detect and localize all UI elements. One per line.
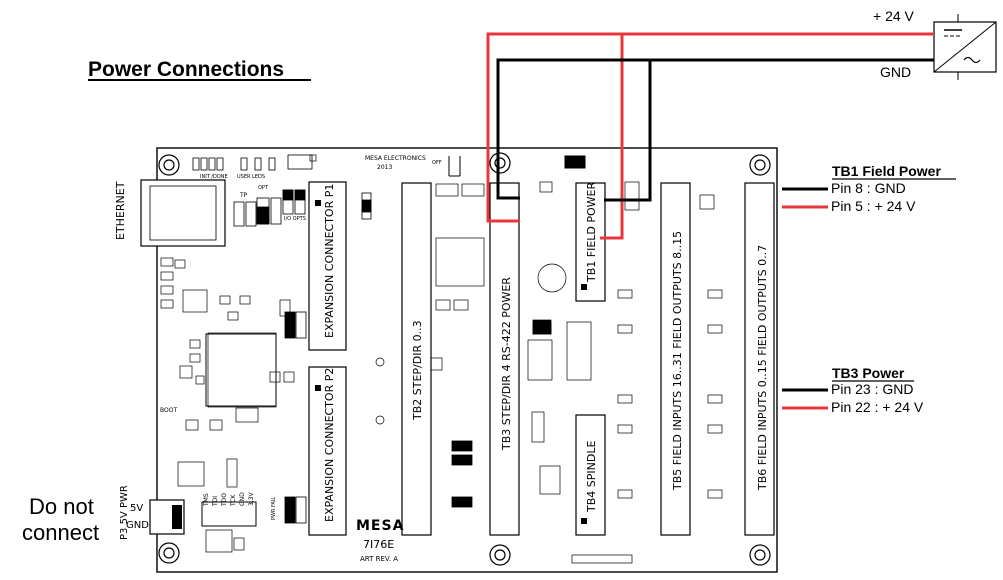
tb6-terminal-block — [744, 182, 775, 536]
jtag-gnd-label: GND — [239, 492, 246, 506]
manufacturer-label: MESA ELECTRONICS — [365, 155, 426, 162]
year-label: 2013 — [377, 164, 392, 171]
tb1-24v-pin: Pin 5 : + 24 V — [831, 198, 916, 214]
p3-warning-line1: Do not — [29, 494, 94, 519]
fpga-chip — [205, 333, 277, 407]
tb2-label: TB2 STEP/DIR 0..3 — [411, 320, 424, 421]
tb3-note-heading: TB3 Power — [832, 365, 905, 381]
tb2-terminal-block — [401, 182, 432, 536]
expansion-connector-p1 — [308, 181, 347, 351]
p2-label: EXPANSION CONNECTOR P2 — [323, 368, 336, 522]
tb6-label: TB6 FIELD INPUTS 0..15 FIELD OUTPUTS 0..… — [756, 245, 769, 491]
jtag-tck-label: TCK — [230, 493, 237, 507]
led-row — [192, 154, 313, 171]
tb5-terminal-block — [660, 182, 691, 536]
mounting-holes — [158, 152, 771, 566]
wire-plus-24v — [486, 32, 934, 240]
power-supply-icon — [933, 14, 997, 80]
io-opts-label: I/O OPTS — [284, 216, 306, 222]
supply-plus-label: + 24 V — [873, 8, 915, 24]
p3-gnd-label: GND — [126, 520, 149, 531]
init-done-label: INIT /DONE — [200, 174, 228, 180]
tb4-label: TB4 SPINDLE — [585, 441, 598, 513]
tb3-label: TB3 STEP/DIR 4 RS-422 POWER — [500, 277, 513, 451]
p3-warning-line2: connect — [22, 520, 99, 545]
p1-label: EXPANSION CONNECTOR P1 — [323, 184, 336, 338]
tb3-24v-pin: Pin 22 : + 24 V — [831, 399, 924, 415]
tb5-label: TB5 FIELD INPUTS 16..31 FIELD OUTPUTS 8.… — [671, 231, 684, 491]
model-label: 7I76E — [363, 538, 394, 551]
tb3-gnd-pin: Pin 23 : GND — [831, 381, 913, 397]
ethernet-label: ETHERNET — [114, 181, 127, 240]
expansion-connector-p2 — [308, 366, 347, 536]
boot-label: BOOT — [160, 407, 177, 414]
tb1-terminal-block — [575, 182, 606, 302]
jtag-header — [201, 501, 257, 527]
config-jumpers — [284, 192, 552, 524]
ethernet-jack — [140, 179, 226, 247]
user-leds-label: USER LEDS — [237, 174, 265, 180]
tb1-gnd-pin: Pin 8 : GND — [831, 180, 906, 196]
opt-label: OPT — [258, 185, 269, 191]
supply-gnd-label: GND — [880, 64, 911, 80]
tb4-terminal-block — [575, 414, 606, 536]
off-label: OFF — [432, 160, 442, 166]
mesa-logo: MESA — [356, 518, 404, 534]
pwr-fail-label: PWR FAIL — [271, 497, 277, 520]
revision-label: ART REV. A — [360, 555, 398, 563]
p3-power-connector — [149, 499, 185, 535]
tb3-terminal-block — [489, 182, 520, 536]
diagram-title: Power Connections — [88, 58, 284, 81]
tb1-note-heading: TB1 Field Power — [832, 163, 941, 179]
jtag-tdi-label: TDI — [212, 496, 219, 507]
jtag-tdo-label: TDO — [221, 493, 228, 507]
p3-label: P3 5V PWR — [119, 485, 130, 540]
wire-gnd — [496, 58, 934, 202]
option-jumpers — [233, 189, 306, 227]
jtag-3v3-label: 3.3V — [248, 491, 255, 506]
power-switch-icon — [448, 155, 586, 177]
jtag-tms-label: TMS — [203, 493, 210, 507]
p3-5v-label: 5V — [130, 503, 143, 514]
tb1-label: TB1 FIELD POWER — [585, 182, 598, 283]
tp-label: TP — [239, 192, 248, 199]
